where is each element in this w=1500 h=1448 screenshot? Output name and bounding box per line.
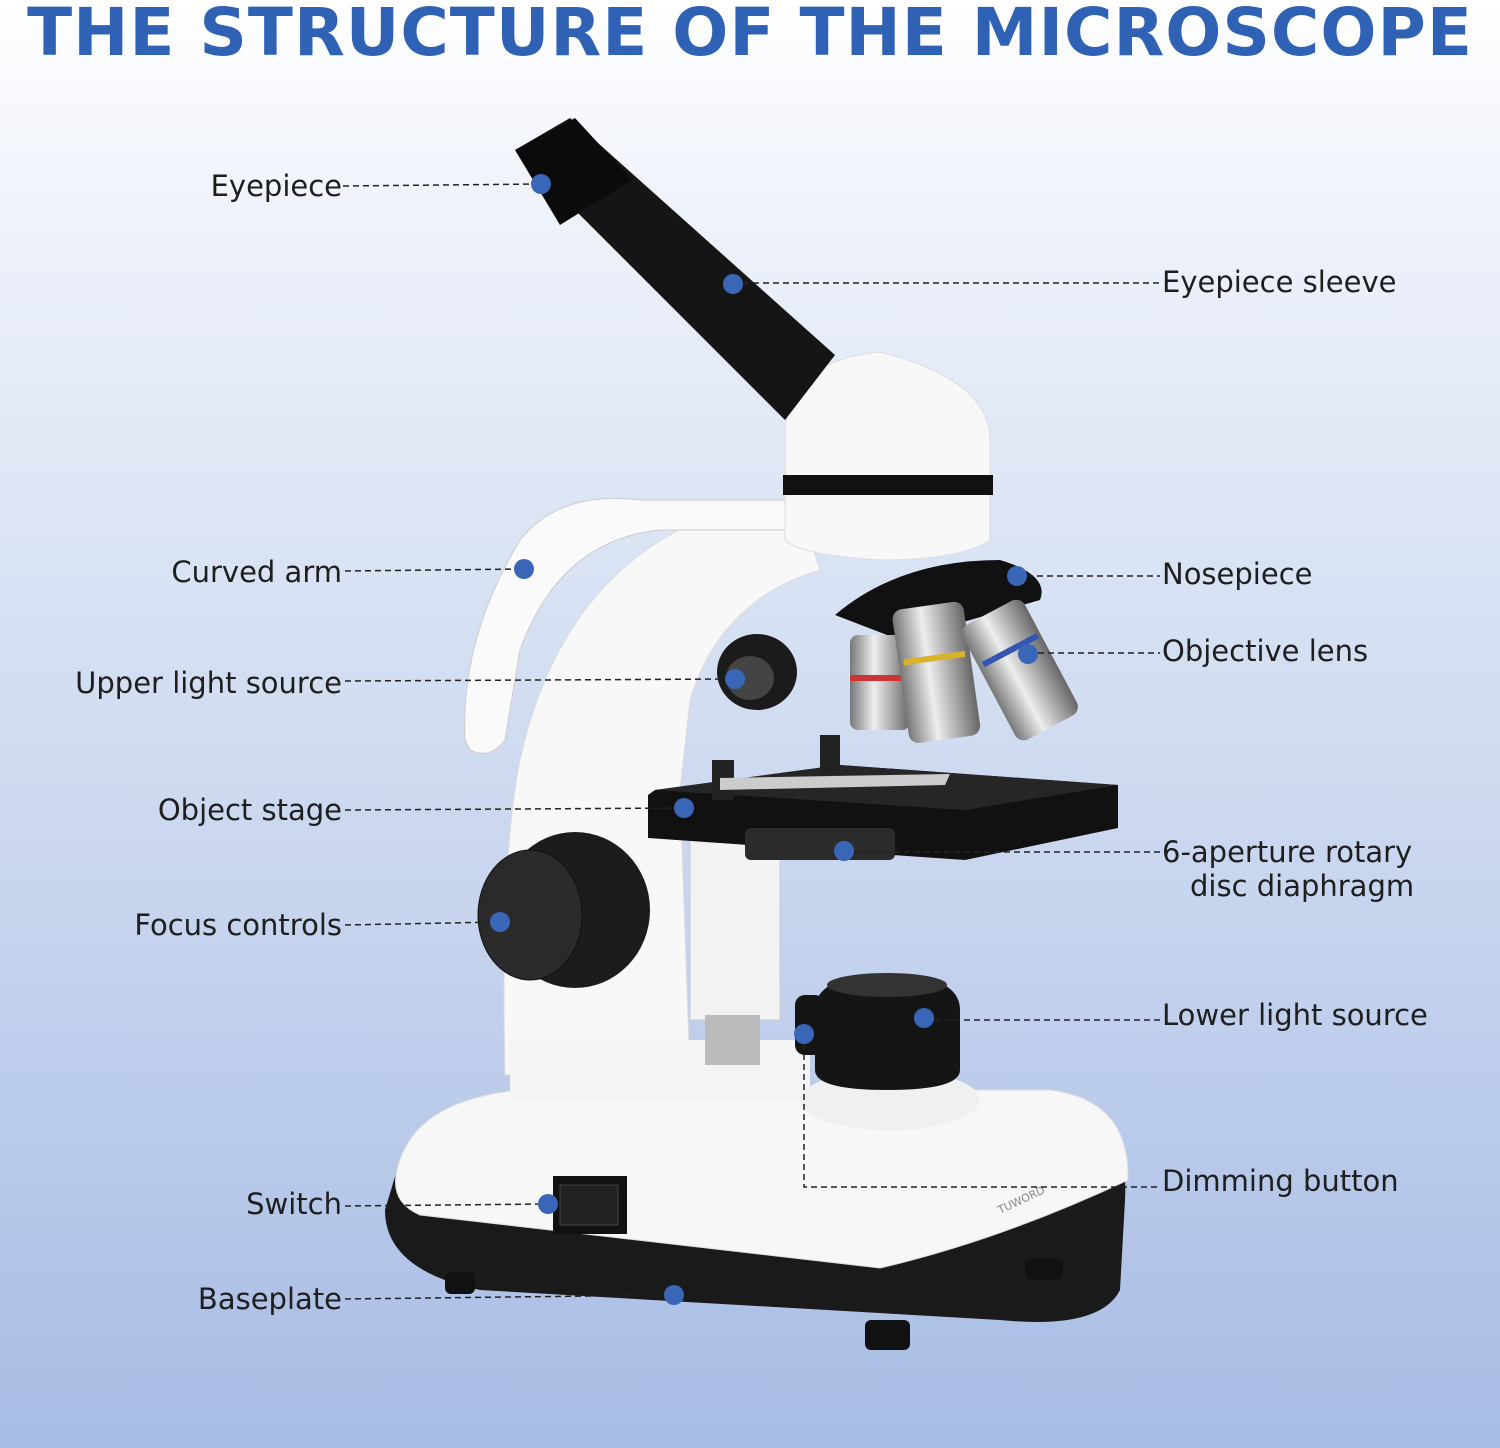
marker-dot-objective-lens <box>1018 644 1038 664</box>
marker-dot-eyepiece <box>531 174 551 194</box>
marker-dot-upper-light <box>725 669 745 689</box>
label-diaphragm-line1: 6-aperture rotary <box>1162 835 1413 869</box>
marker-dot-curved-arm <box>514 559 534 579</box>
marker-dot-object-stage <box>674 798 694 818</box>
label-eyepiece: Eyepiece <box>210 169 342 203</box>
object-stage <box>648 735 1118 860</box>
power-switch <box>553 1176 627 1234</box>
page-title: THE STRUCTURE OF THE MICROSCOPE <box>27 0 1473 71</box>
label-baseplate: Baseplate <box>197 1282 342 1316</box>
leader-lines <box>342 183 1160 1300</box>
eyepiece-tube <box>515 118 835 420</box>
label-focus-controls: Focus controls <box>134 908 342 942</box>
label-lower-light-source: Lower light source <box>1162 998 1428 1032</box>
microscope-head <box>783 351 993 561</box>
marker-dot-dimming <box>794 1024 814 1044</box>
label-upper-light-source: Upper light source <box>75 666 342 700</box>
upper-light <box>717 634 797 710</box>
label-nosepiece: Nosepiece <box>1162 557 1313 591</box>
nosepiece-objectives <box>835 560 1078 744</box>
label-curved-arm: Curved arm <box>171 555 342 589</box>
marker-dot-nosepiece <box>1007 566 1027 586</box>
label-objective-lens: Objective lens <box>1162 634 1369 668</box>
marker-dot-focus <box>490 912 510 932</box>
baseplate <box>385 1089 1129 1350</box>
focus-rack <box>689 829 781 1021</box>
lower-light <box>795 973 980 1130</box>
marker-dot-baseplate <box>664 1285 684 1305</box>
marker-dot-diaphragm <box>834 841 854 861</box>
label-switch: Switch <box>246 1187 342 1221</box>
focus-knob <box>477 832 650 988</box>
label-dimming-button: Dimming button <box>1162 1164 1399 1198</box>
label-diaphragm-line2: disc diaphragm <box>1190 869 1415 903</box>
marker-dot-lower-light <box>914 1008 934 1028</box>
marker-dot-eyepiece-sleeve <box>723 274 743 294</box>
marker-dot-switch <box>538 1194 558 1214</box>
label-object-stage: Object stage <box>157 793 342 827</box>
label-eyepiece-sleeve: Eyepiece sleeve <box>1162 265 1397 299</box>
